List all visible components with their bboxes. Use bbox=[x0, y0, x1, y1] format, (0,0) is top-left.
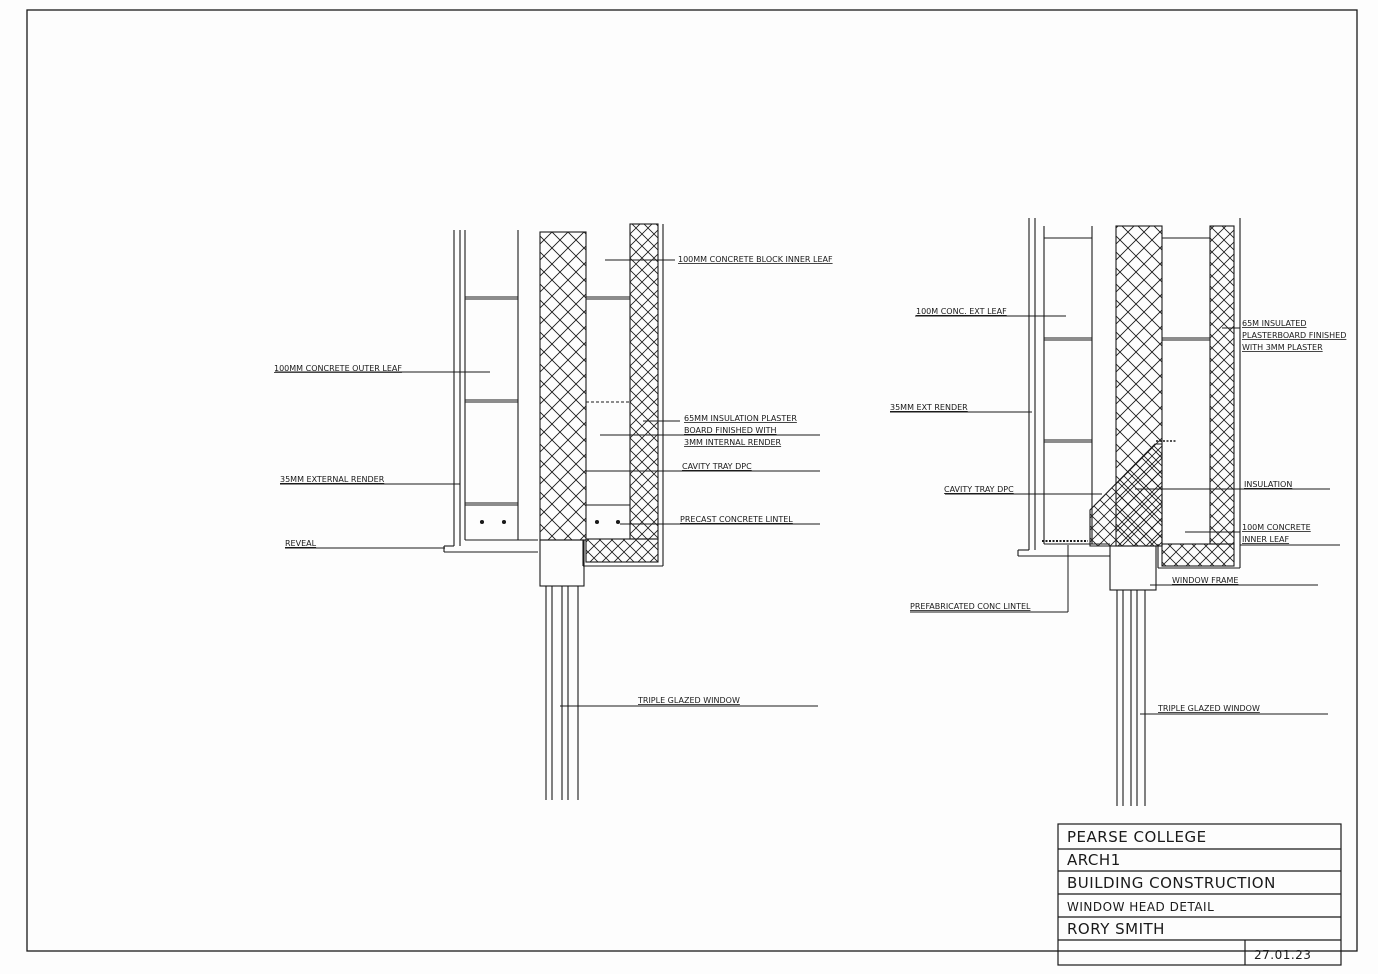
label-window-right: TRIPLE GLAZED WINDOW bbox=[1157, 704, 1260, 713]
label-inner-leaf-2: INNER LEAF bbox=[1242, 535, 1289, 544]
label-lintel: PRECAST CONCRETE LINTEL bbox=[680, 515, 793, 524]
label-insulation-1: 65MM INSULATION PLASTER bbox=[684, 414, 797, 423]
left-window-head-detail bbox=[275, 223, 820, 800]
label-reveal: REVEAL bbox=[285, 539, 317, 548]
sheet-border bbox=[26, 9, 1358, 952]
label-ext-render: 35MM EXT RENDER bbox=[890, 403, 968, 412]
label-plasterboard-3: WITH 3MM PLASTER bbox=[1242, 343, 1323, 352]
label-window-frame: WINDOW FRAME bbox=[1172, 576, 1238, 585]
label-inner-leaf-1: 100M CONCRETE bbox=[1242, 523, 1311, 532]
label-insulation: INSULATION bbox=[1244, 480, 1292, 489]
label-ext-leaf: 100M CONC. EXT LEAF bbox=[916, 307, 1007, 316]
label-insulation-2: BOARD FINISHED WITH bbox=[684, 426, 777, 435]
label-render: 35MM EXTERNAL RENDER bbox=[280, 475, 385, 484]
label-window: TRIPLE GLAZED WINDOW bbox=[637, 696, 740, 705]
label-cavity-tray-right: CAVITY TRAY DPC bbox=[944, 485, 1014, 494]
label-inner-leaf: 100MM CONCRETE BLOCK INNER LEAF bbox=[678, 255, 833, 264]
label-plasterboard-2: PLASTERBOARD FINISHED bbox=[1242, 331, 1346, 340]
label-prefab-lintel: PREFABRICATED CONC LINTEL bbox=[910, 602, 1031, 611]
right-labels: 100M CONC. EXT LEAF 65M INSULATED PLASTE… bbox=[890, 307, 1346, 713]
title-author: RORY SMITH bbox=[1067, 920, 1165, 938]
title-subject: BUILDING CONSTRUCTION bbox=[1067, 874, 1276, 892]
right-window-head-detail bbox=[890, 218, 1340, 806]
title-block: PEARSE COLLEGE ARCH1 BUILDING CONSTRUCTI… bbox=[1057, 823, 1342, 966]
title-course: ARCH1 bbox=[1067, 851, 1121, 869]
label-cavity-tray: CAVITY TRAY DPC bbox=[682, 462, 752, 471]
title-date: 27.01.23 bbox=[1254, 948, 1311, 962]
label-outer-leaf: 100MM CONCRETE OUTER LEAF bbox=[274, 364, 402, 373]
left-labels: 100MM CONCRETE BLOCK INNER LEAF 100MM CO… bbox=[274, 255, 833, 705]
label-plasterboard-1: 65M INSULATED bbox=[1242, 319, 1307, 328]
title-drawing: WINDOW HEAD DETAIL bbox=[1067, 900, 1214, 914]
label-insulation-3: 3MM INTERNAL RENDER bbox=[684, 438, 782, 447]
title-college: PEARSE COLLEGE bbox=[1067, 828, 1207, 846]
